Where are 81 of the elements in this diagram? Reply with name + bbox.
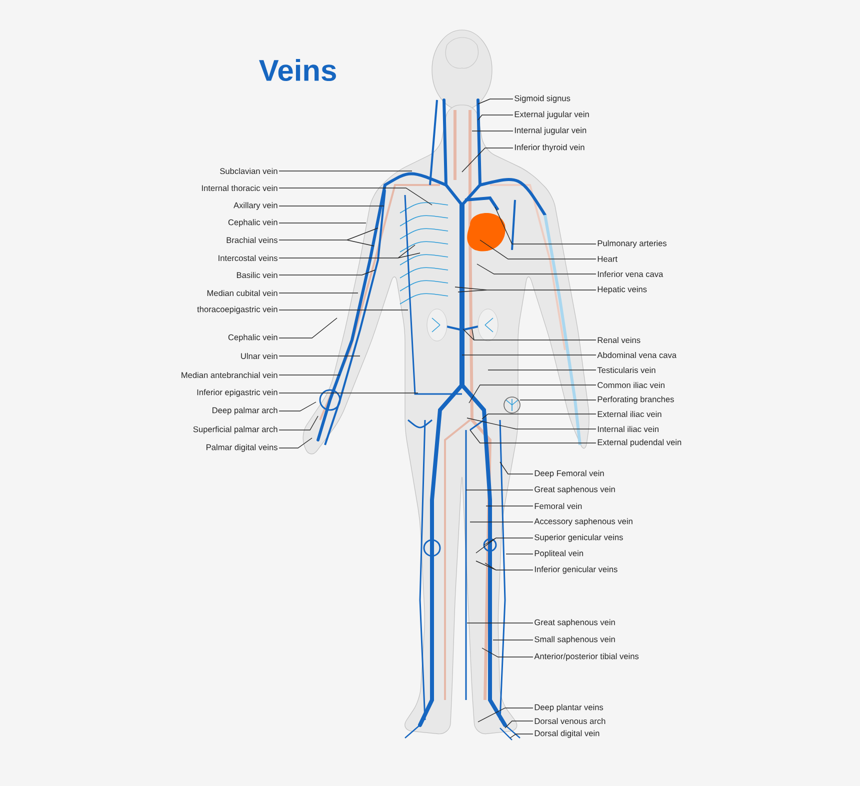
leader-line bbox=[462, 148, 514, 172]
label: Brachial veins bbox=[226, 236, 278, 244]
label: Deep palmar arch bbox=[212, 407, 278, 415]
label: Sigmoid signus bbox=[514, 95, 570, 103]
label: Great saphenous vein bbox=[534, 619, 615, 627]
leader-line bbox=[476, 538, 534, 554]
label: Superior genicular veins bbox=[534, 534, 623, 542]
label: Internal jugular vein bbox=[514, 127, 586, 135]
leader-line bbox=[478, 98, 514, 104]
leader-line bbox=[510, 734, 534, 738]
label: Cephalic vein bbox=[228, 334, 278, 342]
label: Dorsal digital vein bbox=[534, 730, 600, 738]
leader-line bbox=[480, 240, 596, 260]
label: Great saphenous vein bbox=[534, 486, 615, 494]
label: thoracoepigastric vein bbox=[197, 306, 278, 314]
leader-line bbox=[278, 270, 376, 276]
leader-line bbox=[478, 708, 534, 722]
label: Internal thoracic vein bbox=[202, 184, 278, 192]
leader-line bbox=[482, 414, 596, 420]
label: Internal iliac vein bbox=[598, 426, 658, 432]
label: Heart bbox=[598, 256, 618, 262]
title: Veins bbox=[259, 58, 336, 82]
leader-line bbox=[462, 328, 596, 340]
leader-line bbox=[472, 130, 514, 132]
label: Palmar digital veins bbox=[206, 444, 278, 452]
label: Testicularis vein bbox=[597, 366, 656, 374]
leader-line bbox=[278, 374, 340, 376]
leader-line bbox=[278, 438, 312, 448]
leader-line bbox=[278, 188, 432, 206]
leader-line bbox=[278, 292, 358, 294]
label: Perforating branches bbox=[598, 396, 674, 404]
label: Femoral vein bbox=[534, 502, 582, 510]
label: Axillary vein bbox=[234, 202, 278, 210]
label: Renal veins bbox=[598, 336, 640, 344]
label: Cephalic vein bbox=[228, 219, 278, 227]
leader-line bbox=[278, 318, 338, 338]
label: Deep Femoral vein bbox=[534, 470, 604, 478]
leader-line bbox=[278, 402, 316, 412]
leader-line bbox=[278, 416, 318, 430]
label: Accessory saphenous vein bbox=[534, 518, 632, 526]
label: Superficial palmar arch bbox=[193, 426, 278, 434]
leader-line bbox=[278, 170, 412, 172]
leader-line bbox=[476, 560, 534, 570]
leader-line bbox=[278, 244, 420, 258]
label: Hepatic veins bbox=[598, 286, 647, 294]
leader-line bbox=[468, 384, 596, 404]
label: Subclavian vein bbox=[220, 168, 278, 174]
leader-line bbox=[504, 720, 534, 728]
label: Deep plantar veins bbox=[534, 704, 604, 712]
label: Abdominal vena cava bbox=[597, 352, 677, 358]
label: Small saphenous vein bbox=[534, 636, 615, 644]
label: Common iliac vein bbox=[598, 382, 664, 388]
leader-line bbox=[466, 418, 596, 430]
label: Ulnar vein bbox=[241, 352, 278, 360]
label: Popliteal vein bbox=[534, 550, 584, 558]
leader-line bbox=[476, 264, 596, 274]
label: Dorsal venous arch bbox=[534, 718, 606, 724]
leader-line bbox=[278, 228, 378, 246]
label: Intercostal veins bbox=[218, 254, 278, 262]
leader-line bbox=[494, 206, 596, 244]
label: Pulmonary arteries bbox=[598, 240, 667, 248]
leader-line bbox=[462, 354, 596, 356]
label: External iliac vein bbox=[598, 410, 662, 418]
label: External jugular vein bbox=[514, 111, 589, 119]
leader-line bbox=[482, 648, 534, 658]
label: Anterior/posterior tibial veins bbox=[534, 653, 639, 661]
label: External pudendal vein bbox=[598, 439, 682, 447]
leader-line bbox=[470, 430, 596, 444]
label: Inferior genicular veins bbox=[534, 566, 618, 574]
leader-line bbox=[278, 392, 418, 394]
label: Median cubital vein bbox=[207, 290, 278, 296]
leader-line bbox=[478, 114, 514, 120]
label: Inferior vena cava bbox=[598, 270, 664, 278]
label: Inferior epigastric vein bbox=[197, 389, 278, 397]
leader-line bbox=[466, 622, 534, 624]
leader-line bbox=[278, 222, 366, 224]
label: Median antebranchial vein bbox=[182, 372, 278, 378]
label: Basilic vein bbox=[236, 272, 278, 278]
leader-line bbox=[500, 462, 534, 474]
leader-line bbox=[454, 286, 596, 292]
label: Inferior thyroid vein bbox=[514, 144, 584, 152]
